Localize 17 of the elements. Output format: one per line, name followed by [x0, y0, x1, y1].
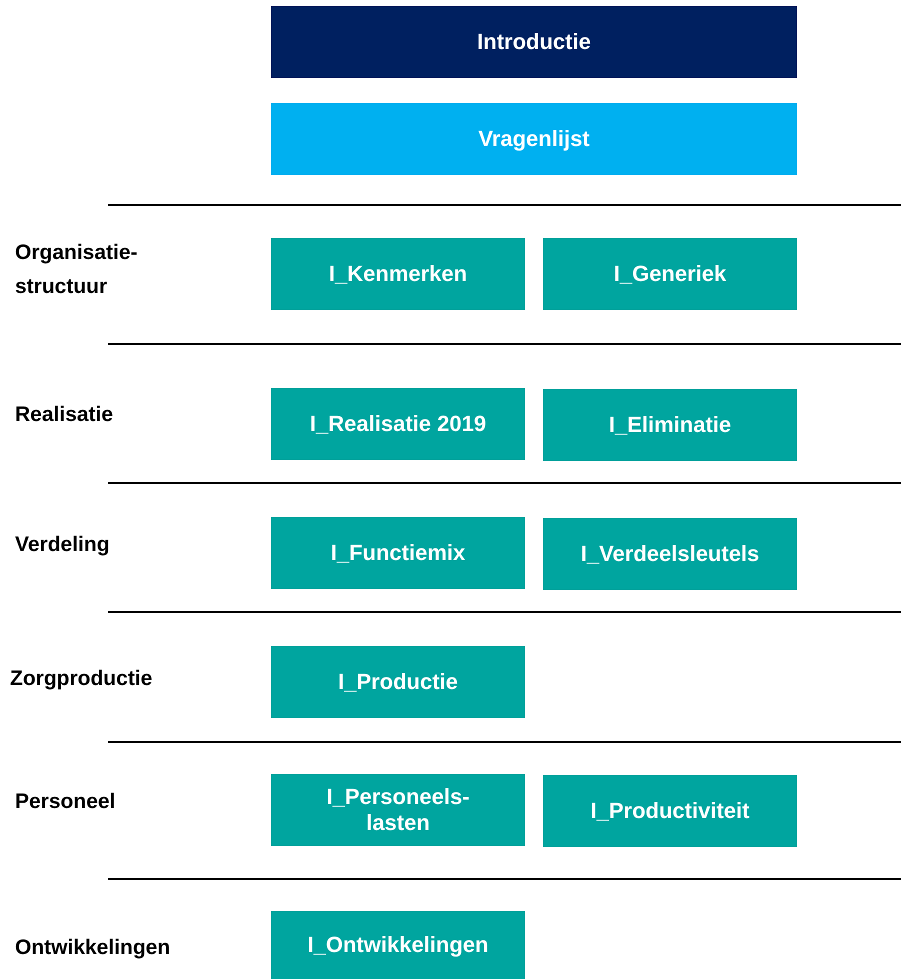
sheet-box: I_Eliminatie	[543, 389, 797, 461]
sheet-box: I_Personeels-lasten	[271, 774, 525, 846]
sheet-box: I_Verdeelsleutels	[543, 518, 797, 590]
section-label: Personeel	[15, 789, 116, 815]
sheet-box: I_Generiek	[543, 238, 797, 310]
sheet-box: I_Ontwikkelingen	[271, 911, 525, 979]
section-label: Verdeling	[15, 532, 111, 558]
section-label: Realisatie	[15, 402, 114, 428]
sheet-box: I_Productiviteit	[543, 775, 797, 847]
sheet-box: I_Realisatie 2019	[271, 388, 525, 460]
sheet-box: I_Kenmerken	[271, 238, 525, 310]
sheet-box: Vragenlijst	[271, 103, 797, 175]
sheet-box: I_Productie	[271, 646, 525, 718]
section-label: Organisatie-structuur	[15, 240, 139, 300]
section-label: Zorgproductie	[10, 666, 154, 692]
sheet-box: Introductie	[271, 6, 797, 78]
sheet-box: I_Functiemix	[271, 517, 525, 589]
